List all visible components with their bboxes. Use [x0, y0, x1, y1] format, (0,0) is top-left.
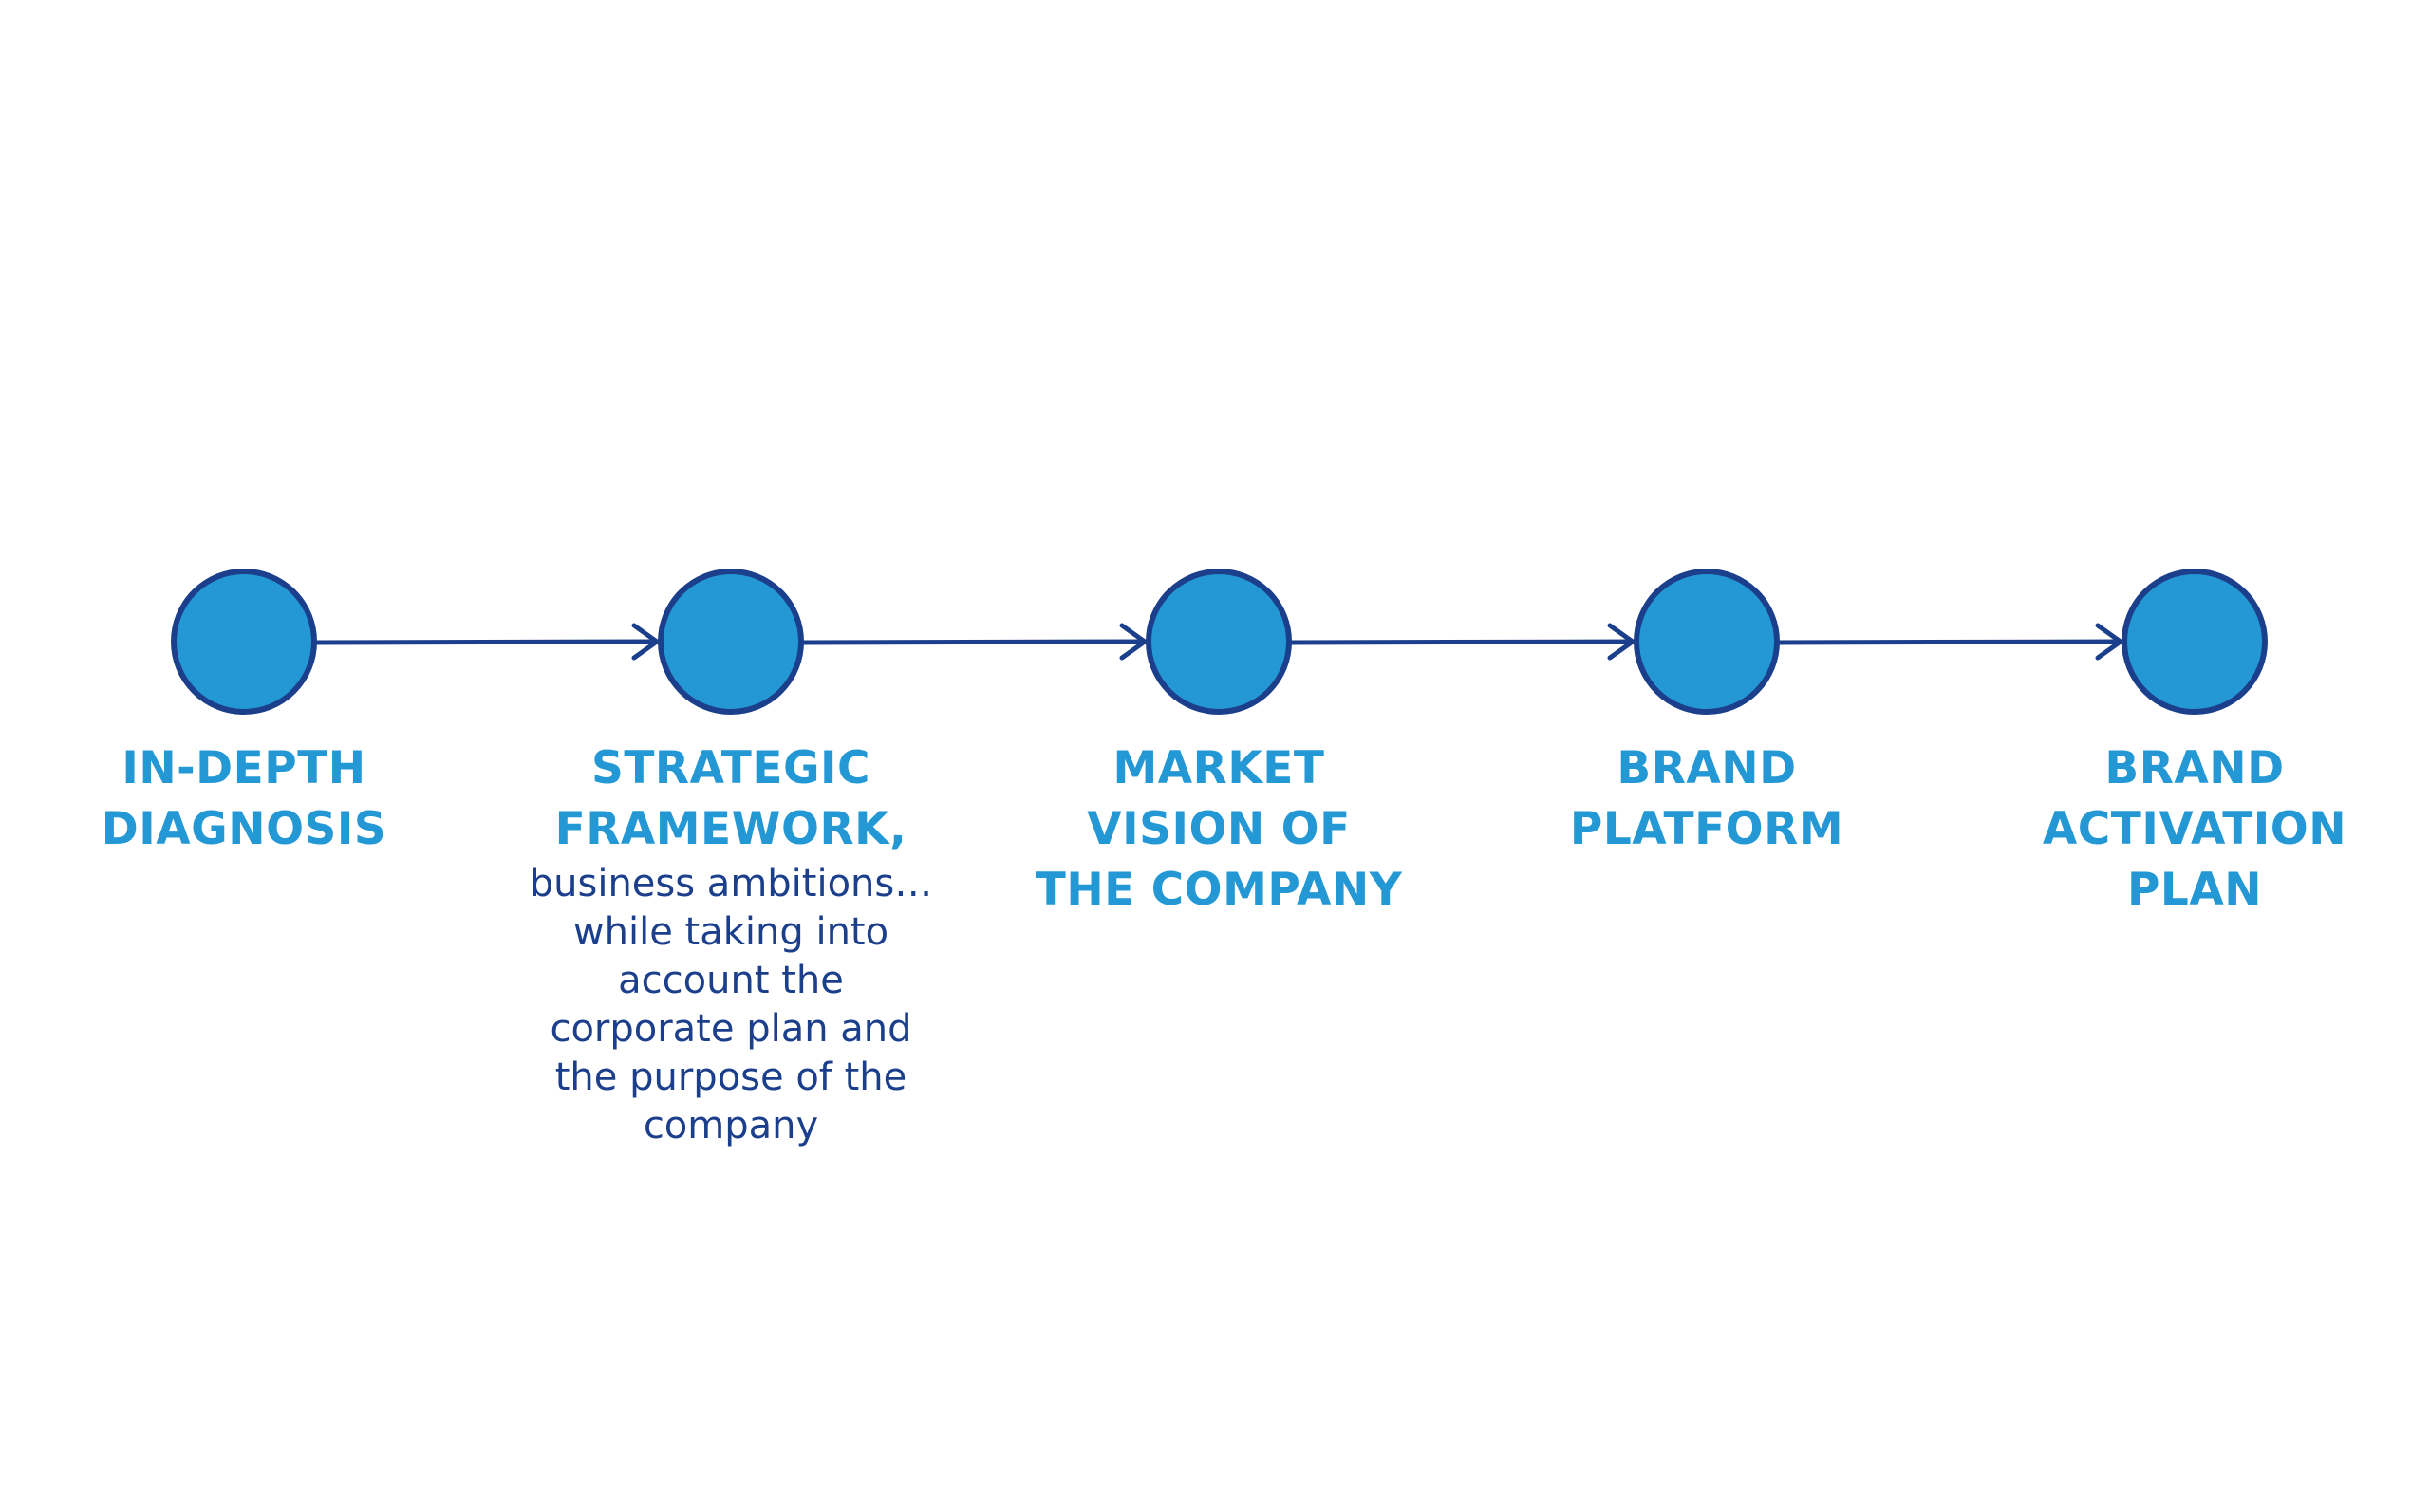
arrow-right-icon: [631, 623, 660, 661]
step-label-market-vision: MARKET VISION OF THE COMPANY: [953, 738, 1485, 921]
connector-arrow-3: [1286, 623, 1636, 661]
connector-line: [1774, 639, 2123, 645]
step-description: business ambitions… while taking into ac…: [529, 862, 933, 1148]
connector-line: [798, 639, 1148, 645]
step-label-in-depth-diagnosis: IN-DEPTH DIAGNOSIS: [0, 738, 510, 860]
step-node-2: [658, 569, 804, 715]
connector-line: [311, 639, 660, 645]
arrow-right-icon: [1119, 623, 1148, 661]
step-node-1: [171, 569, 317, 715]
arrow-right-icon: [1607, 623, 1636, 661]
step-title: IN-DEPTH DIAGNOSIS: [101, 742, 387, 855]
connector-arrow-4: [1774, 623, 2123, 661]
step-label-brand-activation-plan: BRAND ACTIVATION PLAN: [1929, 738, 2430, 921]
step-label-brand-platform: BRAND PLATFORM: [1441, 738, 1972, 860]
step-title: BRAND ACTIVATION PLAN: [2042, 742, 2347, 916]
step-title: BRAND PLATFORM: [1569, 742, 1844, 855]
step-node-5: [2122, 569, 2268, 715]
connector-line: [1286, 639, 1636, 645]
arrow-right-icon: [2095, 623, 2123, 661]
connector-arrow-2: [798, 623, 1148, 661]
step-node-4: [1634, 569, 1780, 715]
step-node-3: [1146, 569, 1292, 715]
connector-arrow-1: [311, 623, 660, 661]
step-label-strategic-framework: STRATEGIC FRAMEWORK, business ambitions……: [465, 738, 997, 1150]
step-title: STRATEGIC FRAMEWORK,: [554, 742, 907, 855]
step-title: MARKET VISION OF THE COMPANY: [1035, 742, 1403, 916]
